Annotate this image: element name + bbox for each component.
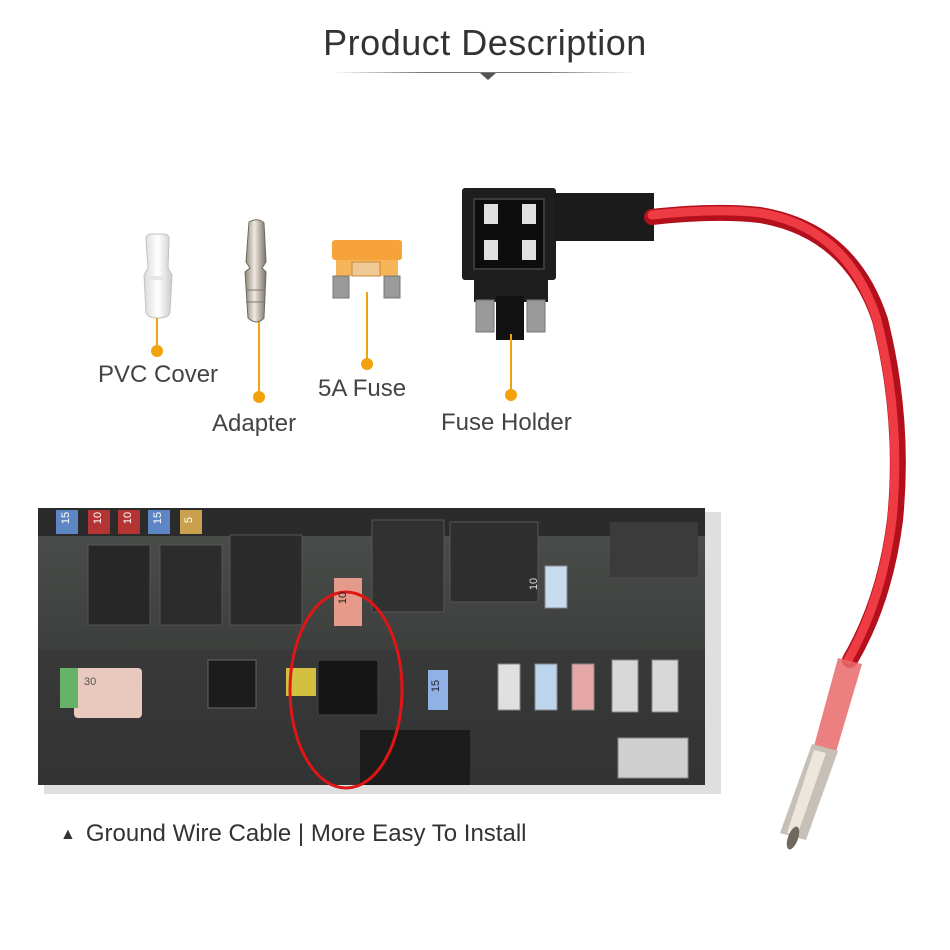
fuse-holder-image [462, 188, 654, 340]
pvc-cover-leader [156, 318, 158, 348]
photo-fuse-label: 5 [183, 516, 196, 524]
fuse-leader [366, 292, 368, 360]
fuse-dot [361, 358, 373, 370]
photo-fuse-label: 30 [84, 676, 97, 688]
adapter-image [244, 219, 267, 323]
photo-fuse-label: 15 [152, 511, 165, 525]
pvc-cover-dot [151, 345, 163, 357]
title-divider [332, 72, 637, 73]
fuse-holder-label: Fuse Holder [441, 409, 572, 436]
tagline-text: Ground Wire Cable | More Easy To Install [85, 820, 527, 847]
photo-fuse-label: 10 [337, 591, 350, 605]
pvc-cover-label: PVC Cover [98, 361, 219, 388]
photo-fuse-label: 10 [122, 511, 135, 525]
photo-fuse-label: 15 [60, 511, 73, 525]
wire-terminal-image [780, 658, 862, 850]
photo-fuse-label: 10 [92, 511, 105, 525]
adapter-leader [258, 322, 260, 394]
fuse-holder-dot [505, 389, 517, 401]
triangle-up-icon: ▲ [60, 826, 76, 843]
adapter-label: Adapter [212, 410, 297, 437]
fuse-holder-leader [510, 334, 512, 392]
pvc-cover-image [143, 233, 173, 319]
highlight-circle [288, 590, 404, 790]
page-title: Product Description [323, 22, 647, 63]
fuse-label: 5A Fuse [318, 375, 407, 402]
photo-fuse-label: 15 [430, 679, 443, 693]
title-arrow-icon [480, 73, 496, 80]
fuse-image [332, 240, 402, 299]
adapter-dot [253, 391, 265, 403]
photo-fuse-label: 10 [528, 577, 541, 591]
tagline: ▲ Ground Wire Cable | More Easy To Instal… [60, 820, 526, 848]
fuse-box-photo [38, 508, 721, 794]
